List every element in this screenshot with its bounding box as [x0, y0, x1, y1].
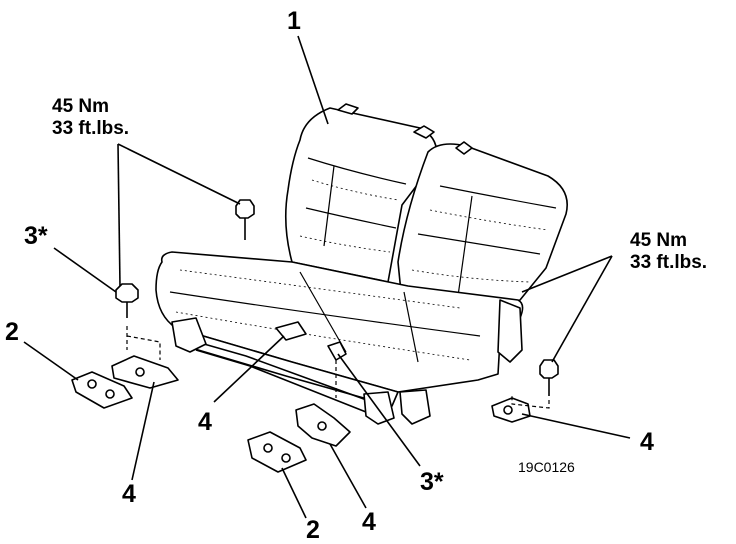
cushion-center-bolt: [327, 341, 347, 361]
leader-torque-right-to-right-bolt: [551, 255, 613, 363]
left-hinge-hole-2: [105, 389, 115, 399]
torque-right-line1: 45 Nm: [630, 230, 687, 251]
right-seatback: [397, 143, 568, 323]
leader-seat: [297, 35, 329, 125]
right-bracket-guide: [511, 394, 550, 409]
torque-right-line2: 33 ft.lbs.: [630, 252, 707, 273]
right-seatback-seam-vertical: [457, 195, 473, 297]
left-hinge-plate: [71, 371, 133, 409]
right-headrest-tab: [455, 141, 473, 155]
seat-frame-rail-lower: [195, 349, 367, 413]
callout-seat: 1: [287, 7, 301, 35]
left-seatback-seam-vertical: [323, 165, 335, 247]
callout-bolt-left: 3*: [24, 222, 48, 250]
left-bracket-guide: [126, 326, 161, 360]
left-headrest-tab: [337, 103, 359, 115]
cushion-texture-1: [179, 269, 461, 309]
rear-bench-seat: [155, 103, 568, 425]
callout-bracket-front: 4: [198, 408, 212, 436]
left-floor-bracket: [111, 326, 179, 389]
left-hinge: [71, 371, 133, 409]
cushion-seam-divider: [299, 271, 347, 353]
seatback-texture-2: [299, 235, 391, 253]
leader-torque-right-to-seat: [521, 255, 613, 293]
torque-left-line2: 33 ft.lbs.: [52, 118, 129, 139]
right-side-mount: [497, 299, 523, 363]
left-seatback-seam-upper: [307, 157, 407, 185]
left-bracket-plate: [111, 355, 179, 389]
center-hinge-hole-1: [263, 443, 273, 453]
bolt-right-group: [539, 359, 559, 396]
leader-torque-left-to-top-bolt: [117, 143, 241, 205]
seat-frame-rail: [189, 339, 373, 403]
center-hinge-tab: [413, 125, 435, 139]
callout-hinge-left: 2: [5, 318, 19, 346]
bolt-left-group: [115, 283, 139, 318]
bolt-top-group: [235, 199, 255, 240]
center-hinge: [247, 431, 307, 473]
right-bracket-hole: [503, 405, 513, 415]
leader-bracket-front: [213, 335, 285, 403]
bolt-top-head: [235, 199, 255, 219]
right-seat-leg: [399, 389, 431, 425]
callout-bracket-left: 4: [122, 480, 136, 508]
callout-bracket-center: 4: [362, 508, 376, 536]
callout-hinge-center: 2: [306, 516, 320, 544]
left-seatback-seam-lower: [305, 207, 397, 229]
center-bracket-hole: [317, 421, 327, 431]
leader-hinge-center: [281, 467, 307, 519]
cushion-seam-front: [169, 291, 481, 337]
leader-lines: [23, 35, 631, 519]
figure-code: 19C0126: [518, 459, 575, 475]
center-floor-bracket: [295, 360, 351, 447]
center-hinge-plate: [247, 431, 307, 473]
leader-bolt-center: [337, 353, 421, 467]
seatback-texture-3: [429, 209, 549, 231]
seat-cushion: [155, 251, 524, 393]
leader-bracket-left: [131, 381, 155, 481]
left-seat-leg: [171, 317, 207, 353]
leader-bracket-center: [329, 443, 367, 509]
callout-bolt-center: 3*: [420, 468, 444, 496]
left-bracket-hole: [135, 367, 145, 377]
bolt-left-head: [115, 283, 139, 303]
seatback-texture-1: [311, 179, 399, 201]
leader-bracket-right: [521, 413, 631, 439]
callout-bracket-right: 4: [640, 428, 654, 456]
left-hinge-hole-1: [87, 379, 97, 389]
torque-left-line1: 45 Nm: [52, 96, 109, 117]
center-hinge-hole-2: [281, 453, 291, 463]
leader-hinge-left: [23, 341, 79, 381]
leader-bolt-left: [53, 247, 117, 293]
right-seatback-seam-upper: [439, 185, 557, 209]
right-seatback-seam-lower: [417, 233, 541, 255]
left-seatback: [284, 107, 438, 283]
cushion-seam-right: [403, 291, 419, 363]
leader-torque-left-to-left-bolt: [117, 143, 121, 287]
bolt-right-head: [539, 359, 559, 379]
seatback-texture-4: [411, 269, 531, 283]
